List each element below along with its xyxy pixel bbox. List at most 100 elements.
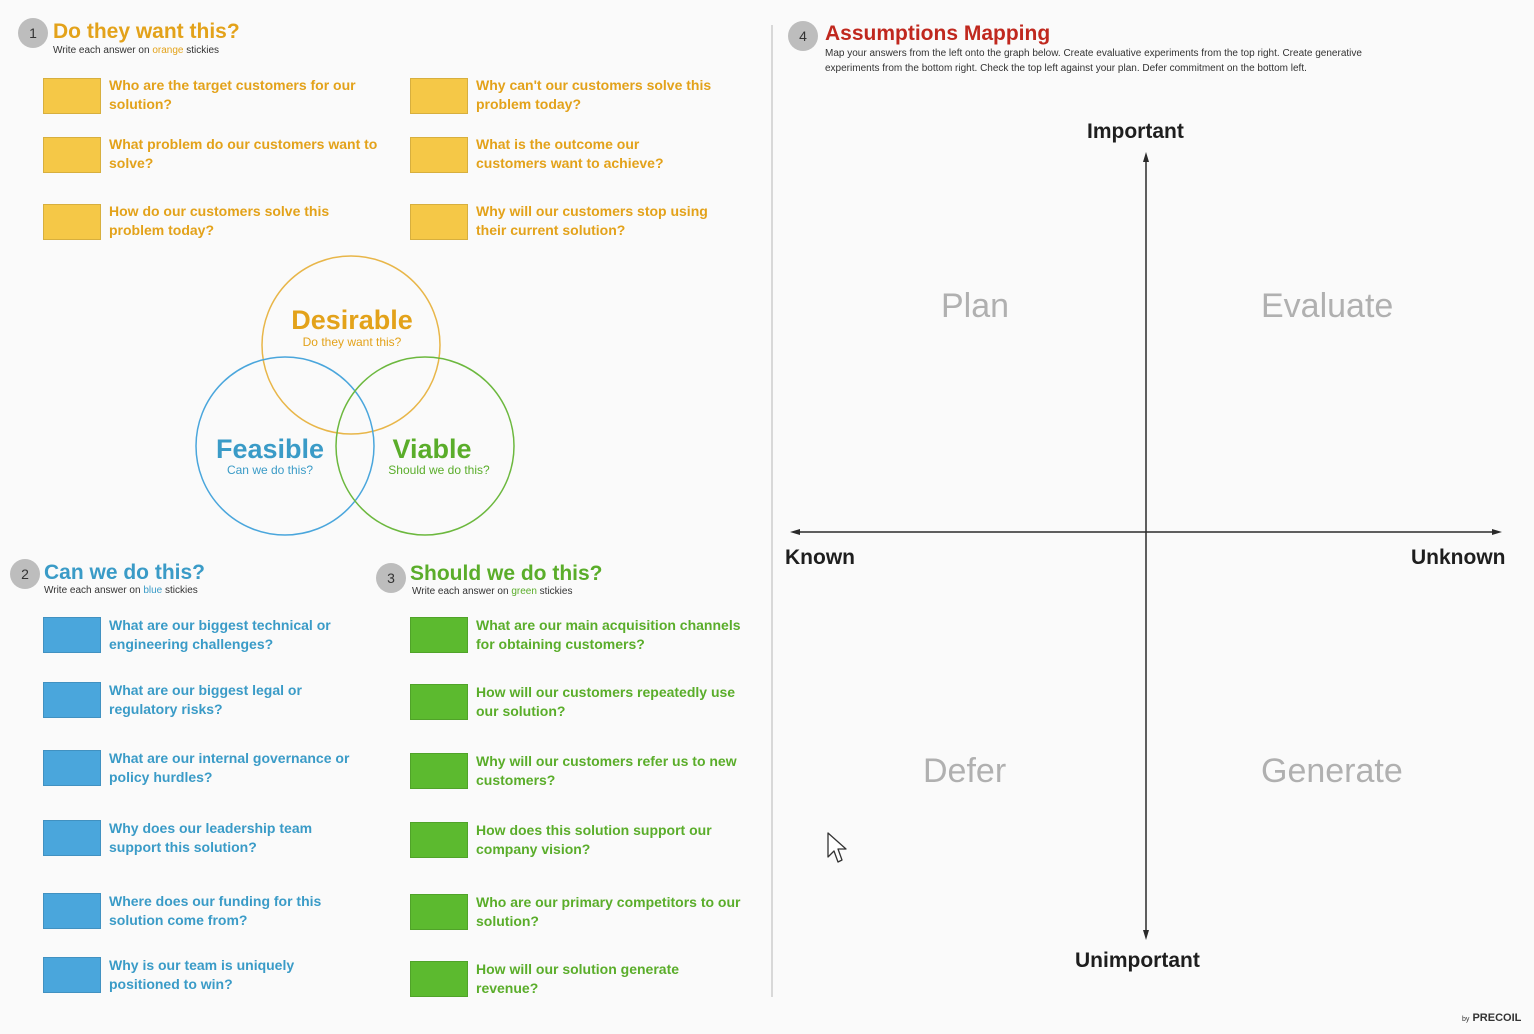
question-text: What is the outcome our customers want t…: [476, 136, 664, 171]
subtitle-prefix: Write each answer on: [53, 45, 153, 56]
venn-feasible-title: Feasible: [215, 434, 325, 464]
blue-sticky-note[interactable]: [43, 682, 101, 718]
question-text: How do our customers solve this problem …: [109, 203, 330, 238]
question-item[interactable]: Why does our leadership team support thi…: [43, 820, 353, 857]
question-text: Why will our customers stop using their …: [476, 203, 708, 238]
question-text: What are our biggest technical or engine…: [109, 617, 331, 652]
feasible-circle: [195, 356, 375, 536]
section-subtitle: Write each answer on green stickies: [412, 586, 572, 597]
blue-sticky-note[interactable]: [43, 957, 101, 993]
subtitle-suffix: stickies: [183, 45, 220, 56]
section-number-badge: 3: [376, 563, 406, 593]
question-item[interactable]: Who are the target customers for our sol…: [43, 77, 388, 114]
question-text: Where does our funding for this solution…: [109, 893, 322, 928]
question-item[interactable]: What are our biggest legal or regulatory…: [43, 682, 343, 719]
subtitle-color-word: orange: [152, 45, 184, 56]
question-item[interactable]: What problem do our customers want to so…: [43, 136, 388, 173]
subtitle-color-word: green: [511, 586, 537, 597]
mouse-pointer-icon: [827, 832, 847, 863]
quadrant-defer: Defer: [923, 752, 1007, 790]
question-item[interactable]: How does this solution support our compa…: [410, 822, 745, 859]
section-title-desirable: Do they want this?: [53, 20, 240, 43]
orange-sticky-note[interactable]: [43, 78, 101, 114]
axis-label-important: Important: [1087, 120, 1184, 143]
venn-desirable-title: Desirable: [291, 305, 413, 335]
green-sticky-note[interactable]: [410, 617, 468, 653]
question-text: Who are our primary competitors to our s…: [476, 894, 741, 929]
green-sticky-note[interactable]: [410, 684, 468, 720]
section-subtitle: Write each answer on blue stickies: [44, 585, 198, 596]
subtitle-prefix: Write each answer on: [412, 586, 512, 597]
quadrant-evaluate: Evaluate: [1261, 287, 1394, 325]
assumptions-map-axes: [790, 152, 1502, 940]
axis-label-unimportant: Unimportant: [1075, 949, 1200, 972]
question-item[interactable]: What are our main acquisition channels f…: [410, 617, 745, 654]
question-text: What are our biggest legal or regulatory…: [109, 682, 302, 717]
brand-logo: by PRECOIL: [1462, 1012, 1521, 1024]
brand-prefix: by: [1462, 1016, 1470, 1023]
question-item[interactable]: What are our biggest technical or engine…: [43, 617, 363, 654]
quadrant-generate: Generate: [1261, 752, 1403, 790]
orange-sticky-note[interactable]: [410, 78, 468, 114]
venn-viable-subtitle: Should we do this?: [388, 463, 490, 477]
question-text: What are our internal governance or poli…: [109, 750, 350, 785]
question-text: Why will our customers refer us to new c…: [476, 753, 737, 788]
question-text: Why is our team is uniquely positioned t…: [109, 957, 295, 992]
question-item[interactable]: Who are our primary competitors to our s…: [410, 894, 745, 931]
orange-sticky-note[interactable]: [410, 137, 468, 173]
arrow-up-icon: [1143, 152, 1149, 162]
green-sticky-note[interactable]: [410, 894, 468, 930]
green-sticky-note[interactable]: [410, 822, 468, 858]
venn-viable-title: Viable: [392, 434, 472, 464]
axis-label-unknown: Unknown: [1411, 546, 1506, 569]
question-text: What problem do our customers want to so…: [109, 136, 378, 171]
question-text: How does this solution support our compa…: [476, 822, 712, 857]
quadrant-plan: Plan: [941, 287, 1010, 325]
arrow-left-icon: [790, 529, 800, 535]
section-description-line-2: experiments from the bottom right. Check…: [825, 63, 1307, 74]
question-item[interactable]: Why is our team is uniquely positioned t…: [43, 957, 343, 994]
subtitle-prefix: Write each answer on: [44, 585, 144, 596]
subtitle-suffix: stickies: [162, 585, 198, 596]
question-item[interactable]: How will our solution generate revenue?: [410, 961, 720, 998]
question-item[interactable]: Why will our customers refer us to new c…: [410, 753, 740, 790]
question-text: How will our solution generate revenue?: [476, 961, 680, 996]
section-number-badge: 4: [788, 21, 818, 51]
blue-sticky-note[interactable]: [43, 820, 101, 856]
question-item[interactable]: What are our internal governance or poli…: [43, 750, 363, 787]
blue-sticky-note[interactable]: [43, 617, 101, 653]
section-subtitle: Write each answer on orange stickies: [53, 45, 219, 56]
orange-sticky-note[interactable]: [43, 204, 101, 240]
question-text: Why does our leadership team support thi…: [109, 820, 313, 855]
question-item[interactable]: How will our customers repeatedly use ou…: [410, 684, 745, 721]
blue-sticky-note[interactable]: [43, 893, 101, 929]
axis-label-known: Known: [785, 546, 855, 569]
vertical-divider: [771, 25, 773, 997]
question-item[interactable]: Why will our customers stop using their …: [410, 203, 740, 240]
subtitle-color-word: blue: [143, 585, 163, 596]
question-item[interactable]: How do our customers solve this problem …: [43, 203, 363, 240]
venn-diagram: [195, 255, 515, 536]
section-number-badge: 1: [18, 18, 48, 48]
section-title-viable: Should we do this?: [410, 562, 603, 585]
section-description-line-1: Map your answers from the left onto the …: [825, 48, 1362, 59]
question-item[interactable]: Why can't our customers solve this probl…: [410, 77, 740, 114]
orange-sticky-note[interactable]: [43, 137, 101, 173]
blue-sticky-note[interactable]: [43, 750, 101, 786]
question-item[interactable]: Where does our funding for this solution…: [43, 893, 353, 930]
section-title-feasible: Can we do this?: [44, 561, 206, 584]
orange-sticky-note[interactable]: [410, 204, 468, 240]
venn-feasible-subtitle: Can we do this?: [226, 463, 314, 477]
question-text: Who are the target customers for our sol…: [109, 77, 356, 112]
section-title-assumptions-mapping: Assumptions Mapping: [825, 22, 1051, 45]
section-number-badge: 2: [10, 559, 40, 589]
venn-desirable-subtitle: Do they want this?: [302, 335, 402, 349]
green-sticky-note[interactable]: [410, 753, 468, 789]
question-text: What are our main acquisition channels f…: [476, 617, 741, 652]
subtitle-suffix: stickies: [536, 586, 573, 597]
question-text: How will our customers repeatedly use ou…: [476, 684, 736, 719]
green-sticky-note[interactable]: [410, 961, 468, 997]
question-item[interactable]: What is the outcome our customers want t…: [410, 136, 710, 173]
arrow-right-icon: [1492, 529, 1502, 535]
brand-name: PRECOIL: [1472, 1012, 1522, 1024]
